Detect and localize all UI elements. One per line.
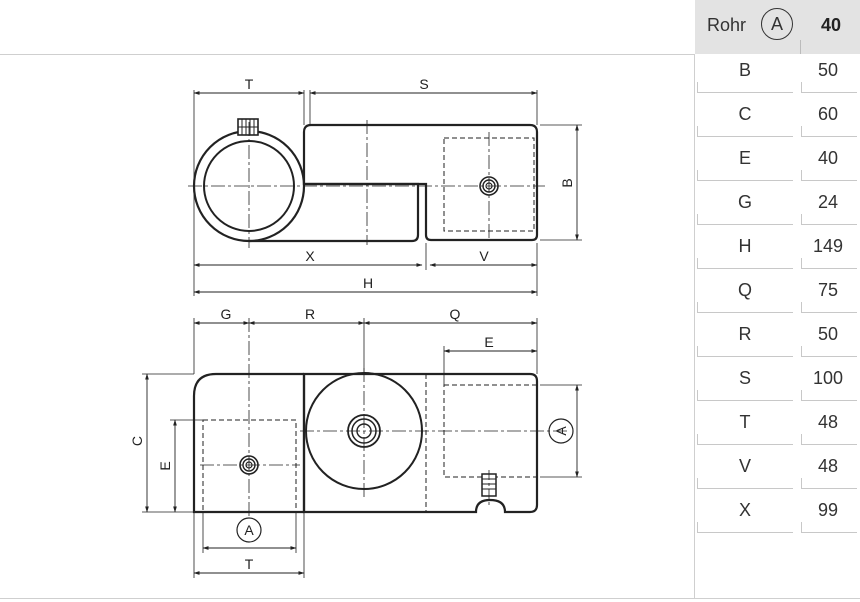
row-letter: C [738,104,752,124]
label-top-X: X [305,248,315,264]
clamp-lower-arm [249,182,420,243]
header-value: 40 [820,15,842,35]
table-row: E 40 [695,142,860,186]
label-top-S: S [419,76,428,92]
label-bot-Q: Q [450,306,461,322]
table-row: B 50 [695,54,860,98]
label-top-V: V [479,248,489,264]
top-view [188,90,582,296]
clamp-body [302,123,539,242]
row-value: 100 [812,368,844,388]
row-value: 75 [817,280,839,300]
row-value: 50 [817,60,839,80]
row-value: 40 [817,148,839,168]
table-row: Q 75 [695,274,860,318]
row-value: 24 [817,192,839,212]
row-letter: S [738,368,751,388]
row-letter: G [737,192,752,212]
label-bot-A-right: A [553,426,569,436]
label-top-H: H [363,275,373,291]
dimension-labels: T S B X V H G R Q E C E A A T [129,76,575,572]
bottom-view [142,318,582,578]
row-letter: V [738,456,751,476]
row-value: 48 [817,412,839,432]
table-row: X 99 [695,494,860,538]
row-value: 149 [812,236,844,256]
bottom-border [0,598,860,599]
row-letter: H [738,236,752,256]
label-bot-E-top: E [484,334,493,350]
table-row: G 24 [695,186,860,230]
label-bot-R: R [305,306,315,322]
label-bot-C: C [129,436,145,446]
header-label-rohr: Rohr [707,15,747,35]
right-block [302,372,539,514]
row-value: 50 [817,324,839,344]
row-value: 60 [817,104,839,124]
label-top-B: B [559,178,575,187]
table-row: T 48 [695,406,860,450]
left-block [192,372,304,514]
label-top-T: T [245,76,254,92]
label-bot-E-left: E [157,461,173,470]
table-row: S 100 [695,362,860,406]
row-letter: B [738,60,751,80]
row-letter: E [738,148,751,168]
row-letter: R [738,324,752,344]
row-value: 99 [817,500,839,520]
label-bot-T: T [245,556,254,572]
table-row: V 48 [695,450,860,494]
row-letter: Q [737,280,752,300]
table-row: C 60 [695,98,860,142]
row-value: 48 [817,456,839,476]
label-bot-G: G [221,306,232,322]
row-letter: X [738,500,751,520]
row-letter: T [739,412,751,432]
label-bot-A-bottom: A [244,522,254,538]
table-header: Rohr A 40 [695,0,860,54]
header-circle-letter: A [761,8,793,40]
table-row: H 149 [695,230,860,274]
table-row: R 50 [695,318,860,362]
